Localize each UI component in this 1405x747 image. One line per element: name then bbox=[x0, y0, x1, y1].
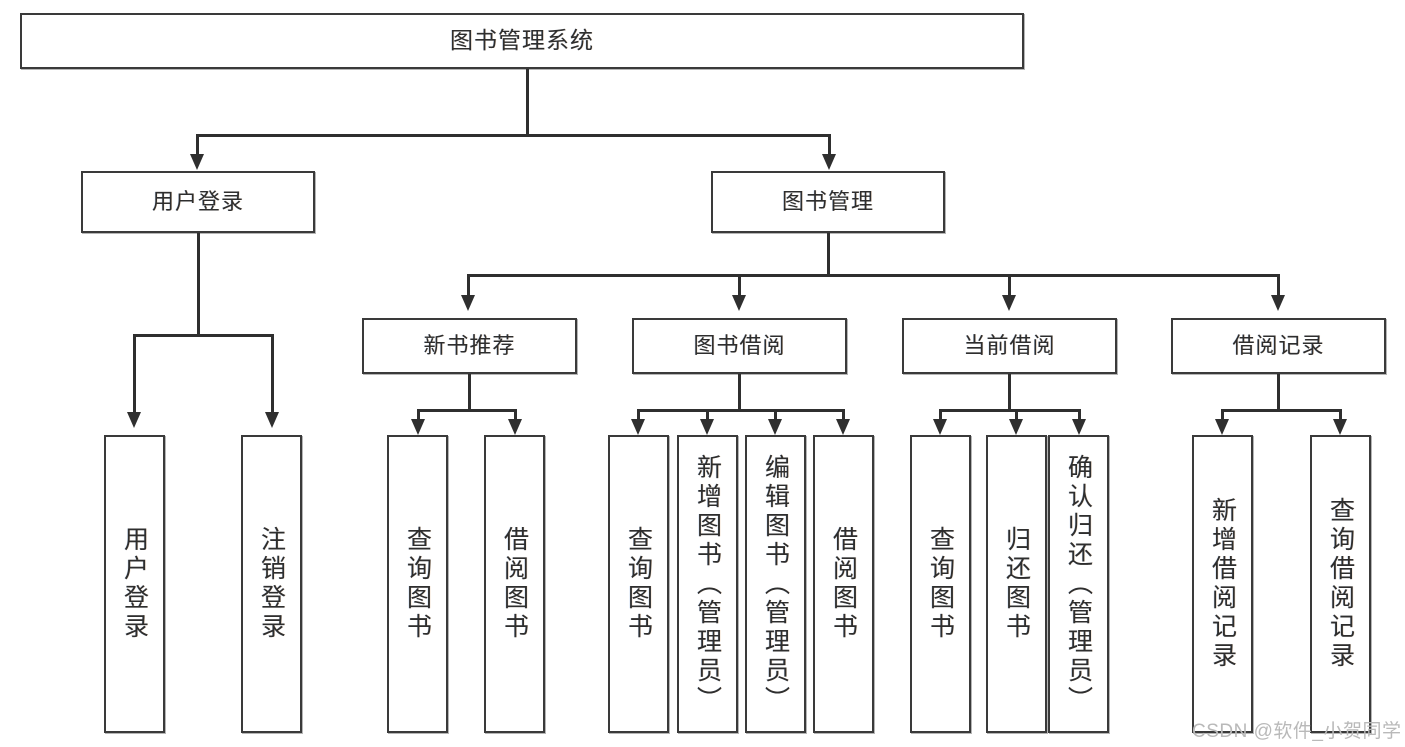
node-label: 新增借阅记录 bbox=[1208, 497, 1237, 671]
connector-level3-bus bbox=[468, 274, 1280, 277]
connector-leaf-2 bbox=[271, 334, 274, 415]
node-label: 查询图书 bbox=[624, 526, 653, 642]
leaf-logout[interactable]: 注销登录 bbox=[241, 435, 302, 733]
connector-borrowrecord-bus bbox=[1222, 409, 1341, 412]
arrow-leaf-3 bbox=[411, 419, 425, 435]
connector-leaf-7 bbox=[774, 409, 777, 423]
arrow-leaf-1 bbox=[127, 412, 141, 428]
node-label: 借阅记录 bbox=[1232, 332, 1325, 358]
connector-leaf-8 bbox=[842, 409, 845, 423]
connector-leaf-11 bbox=[1078, 409, 1081, 423]
leaf-confirm-return-admin[interactable]: 确认归还（管理员） bbox=[1048, 435, 1109, 733]
connector-user-login-bus bbox=[134, 334, 273, 337]
node-label: 归还图书 bbox=[1002, 526, 1031, 642]
node-label: 图书管理系统 bbox=[450, 27, 594, 54]
leaf-query-book-borrow[interactable]: 查询图书 bbox=[608, 435, 669, 733]
node-label: 借阅图书 bbox=[500, 526, 529, 642]
node-user-login[interactable]: 用户登录 bbox=[81, 171, 315, 233]
node-label: 查询图书 bbox=[403, 526, 432, 642]
connector-leaf-3 bbox=[417, 409, 420, 423]
arrow-to-current-borrow bbox=[1002, 295, 1016, 311]
connector-borrow-bus bbox=[638, 409, 845, 412]
leaf-query-book-current[interactable]: 查询图书 bbox=[910, 435, 971, 733]
leaf-borrow-book[interactable]: 借阅图书 bbox=[813, 435, 874, 733]
connector-newbook-bus bbox=[418, 409, 516, 412]
connector-leaf-6 bbox=[706, 409, 709, 423]
node-label: 图书管理 bbox=[781, 188, 874, 214]
node-label: 当前借阅 bbox=[963, 332, 1056, 358]
connector-currentborrow-bus bbox=[940, 409, 1080, 412]
node-new-book-recommend[interactable]: 新书推荐 bbox=[362, 318, 577, 374]
arrow-leaf-6 bbox=[700, 419, 714, 435]
arrow-to-borrow bbox=[732, 295, 746, 311]
connector-book-manage-stem bbox=[827, 233, 830, 275]
node-label: 编辑图书（管理员） bbox=[761, 453, 790, 715]
connector-to-current-borrow bbox=[1008, 274, 1011, 298]
node-root[interactable]: 图书管理系统 bbox=[20, 13, 1024, 69]
arrow-to-new-book bbox=[461, 295, 475, 311]
leaf-add-book-admin[interactable]: 新增图书（管理员） bbox=[677, 435, 738, 733]
arrow-leaf-4 bbox=[508, 419, 522, 435]
node-label: 查询图书 bbox=[926, 526, 955, 642]
node-book-management[interactable]: 图书管理 bbox=[711, 171, 945, 233]
leaf-edit-book-admin[interactable]: 编辑图书（管理员） bbox=[745, 435, 806, 733]
node-label: 新增图书（管理员） bbox=[693, 453, 722, 715]
connector-borrow-stem bbox=[738, 374, 741, 410]
node-label: 新书推荐 bbox=[423, 332, 516, 358]
arrow-leaf-5 bbox=[631, 419, 645, 435]
csdn-watermark: CSDN @软件_小贺同学 bbox=[1192, 721, 1402, 742]
node-current-borrow[interactable]: 当前借阅 bbox=[902, 318, 1117, 374]
arrow-leaf-12 bbox=[1215, 419, 1229, 435]
arrow-to-borrow-record bbox=[1271, 295, 1285, 311]
leaf-query-borrow-record[interactable]: 查询借阅记录 bbox=[1310, 435, 1371, 733]
arrow-leaf-11 bbox=[1072, 419, 1086, 435]
connector-root-stem bbox=[526, 69, 529, 135]
node-label: 图书借阅 bbox=[693, 332, 786, 358]
node-book-borrow[interactable]: 图书借阅 bbox=[632, 318, 847, 374]
arrow-leaf-13 bbox=[1333, 419, 1347, 435]
arrow-to-book-manage bbox=[822, 154, 836, 170]
connector-borrowrecord-stem bbox=[1277, 374, 1280, 410]
connector-to-user-login bbox=[196, 134, 199, 158]
arrow-leaf-2 bbox=[265, 412, 279, 428]
leaf-add-borrow-record[interactable]: 新增借阅记录 bbox=[1192, 435, 1253, 733]
leaf-query-book-recommend[interactable]: 查询图书 bbox=[387, 435, 448, 733]
node-label: 查询借阅记录 bbox=[1326, 497, 1355, 671]
arrow-leaf-9 bbox=[933, 419, 947, 435]
node-label: 注销登录 bbox=[257, 526, 286, 642]
connector-to-book-manage bbox=[828, 134, 831, 158]
connector-currentborrow-stem bbox=[1008, 374, 1011, 410]
connector-leaf-4 bbox=[514, 409, 517, 423]
connector-to-borrow bbox=[738, 274, 741, 298]
leaf-user-login[interactable]: 用户登录 bbox=[104, 435, 165, 733]
connector-leaf-1 bbox=[133, 334, 136, 415]
connector-leaf-5 bbox=[637, 409, 640, 423]
arrow-leaf-8 bbox=[836, 419, 850, 435]
node-label: 借阅图书 bbox=[829, 526, 858, 642]
connector-leaf-9 bbox=[939, 409, 942, 423]
connector-to-borrow-record bbox=[1277, 274, 1280, 298]
node-label: 用户登录 bbox=[151, 188, 244, 214]
connector-to-new-book bbox=[467, 274, 470, 298]
arrow-leaf-7 bbox=[768, 419, 782, 435]
node-label: 用户登录 bbox=[120, 526, 149, 642]
connector-root-bus bbox=[197, 134, 830, 137]
connector-newbook-stem bbox=[468, 374, 471, 410]
connector-leaf-12 bbox=[1221, 409, 1224, 423]
connector-leaf-10 bbox=[1015, 409, 1018, 423]
leaf-borrow-book-recommend[interactable]: 借阅图书 bbox=[484, 435, 545, 733]
leaf-return-book[interactable]: 归还图书 bbox=[986, 435, 1047, 733]
connector-user-login-stem bbox=[197, 233, 200, 336]
node-label: 确认归还（管理员） bbox=[1064, 453, 1093, 715]
node-borrow-record[interactable]: 借阅记录 bbox=[1171, 318, 1386, 374]
arrow-to-user-login bbox=[190, 154, 204, 170]
connector-leaf-13 bbox=[1339, 409, 1342, 423]
arrow-leaf-10 bbox=[1009, 419, 1023, 435]
